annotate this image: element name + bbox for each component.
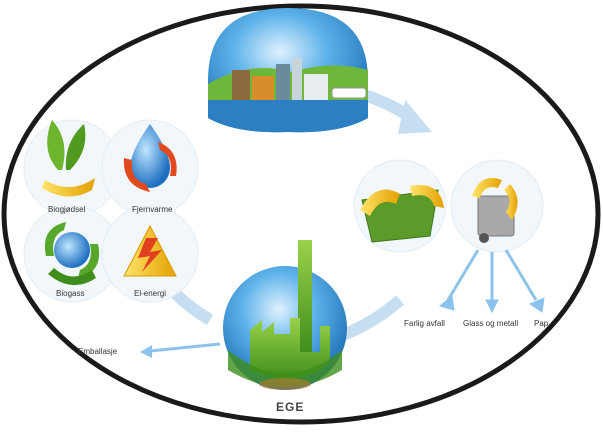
el-energi-icon — [123, 224, 177, 277]
biogjodsel-icon — [42, 120, 95, 197]
label-el-energi: El-energi — [134, 289, 167, 298]
container-skip-icon — [360, 184, 444, 243]
ege-node — [223, 240, 347, 390]
label-emballasje: Emballasje — [78, 347, 118, 356]
waste-arrows — [438, 249, 545, 314]
biogass-icon — [44, 222, 100, 286]
label-glass-og-metall: Glass og metall — [463, 319, 519, 328]
waste-bin-icon — [472, 178, 518, 243]
city-node — [208, 8, 368, 133]
label-ege: EGE — [276, 400, 305, 414]
cycle-arrowhead-right — [398, 100, 432, 134]
label-farlig-avfall: Farlig avfall — [404, 319, 445, 328]
label-biogjodsel: Biogjødsel — [48, 205, 86, 214]
emballasje-arrow — [149, 342, 221, 353]
emballasje-arrowhead — [140, 345, 152, 358]
label-papir: Pap — [534, 319, 549, 328]
fjernvarme-icon — [123, 124, 177, 192]
label-fjernvarme: Fjernvarme — [132, 205, 173, 214]
label-biogass: Biogass — [56, 289, 85, 298]
oval-frame — [1, 3, 601, 425]
